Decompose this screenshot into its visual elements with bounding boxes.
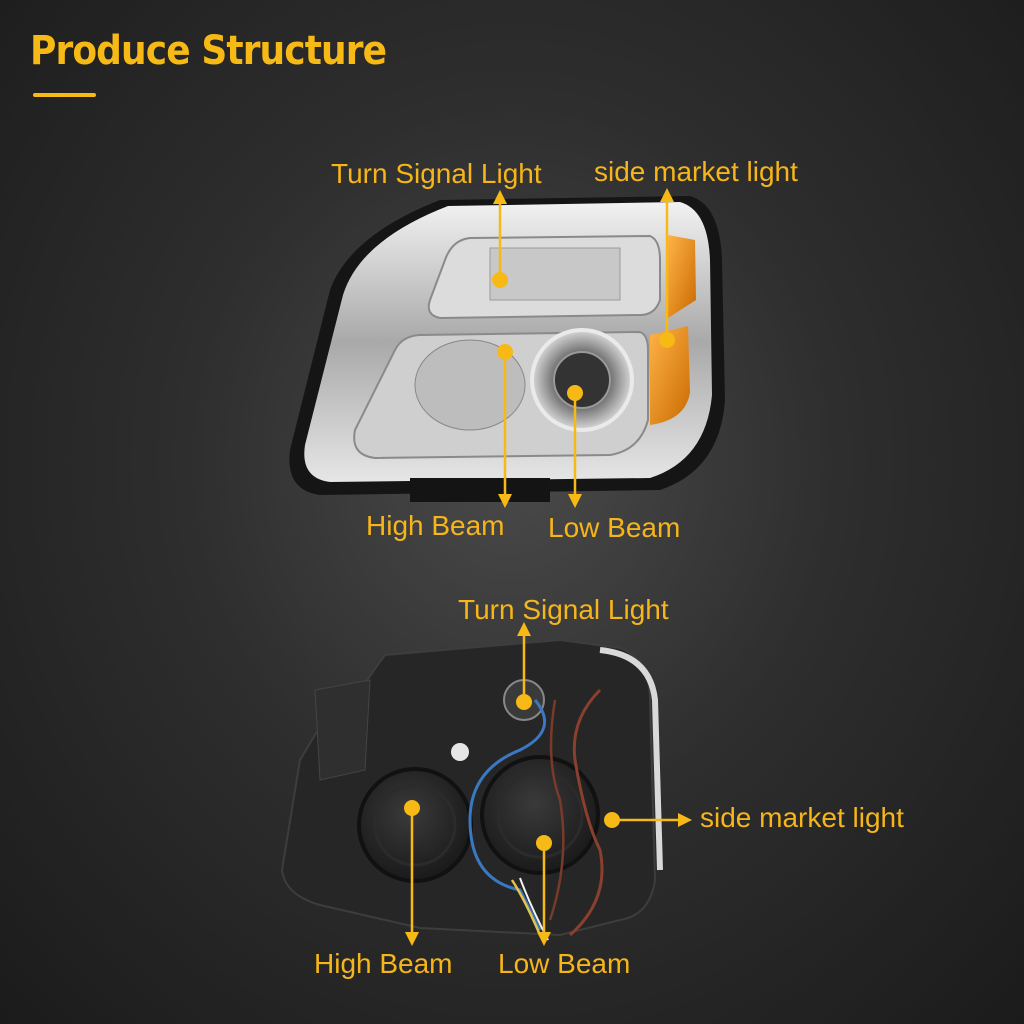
rear-low-beam-label: Low Beam xyxy=(498,948,631,979)
rear-high-arrow xyxy=(405,932,419,946)
rear-side-marker-label: side market light xyxy=(700,802,904,833)
rear-high-marker xyxy=(404,800,420,816)
front-turn-signal-label: Turn Signal Light xyxy=(331,158,542,189)
rear-turn-arrow xyxy=(517,622,531,636)
rear-turn-signal-label: Turn Signal Light xyxy=(458,594,669,625)
front-high-arrow xyxy=(498,494,512,508)
front-side-arrow xyxy=(660,188,674,202)
front-low-beam-label: Low Beam xyxy=(548,512,681,543)
front-low-marker xyxy=(567,385,583,401)
front-high-marker xyxy=(497,344,513,360)
rear-low-marker xyxy=(536,835,552,851)
rear-brown-wire xyxy=(569,688,604,937)
rear-side-marker xyxy=(604,812,620,828)
front-high-beam-label: High Beam xyxy=(366,510,505,541)
rear-side-arrow xyxy=(678,813,692,827)
front-side-marker xyxy=(659,332,675,348)
rear-blue-wire xyxy=(468,699,546,931)
front-amber-lower xyxy=(650,326,690,425)
front-low-arrow xyxy=(568,494,582,508)
rear-high-beam-label: High Beam xyxy=(314,948,453,979)
front-side-marker-label: side market light xyxy=(594,156,798,187)
front-amber-upper xyxy=(668,235,696,318)
title-underline xyxy=(33,93,96,97)
rear-turn-marker xyxy=(516,694,532,710)
front-turn-marker xyxy=(492,272,508,288)
front-turn-arrow xyxy=(493,190,507,204)
rear-low-arrow xyxy=(537,932,551,946)
page-title: Produce Structure xyxy=(30,28,387,74)
front-high-beam-reflector xyxy=(414,339,526,431)
